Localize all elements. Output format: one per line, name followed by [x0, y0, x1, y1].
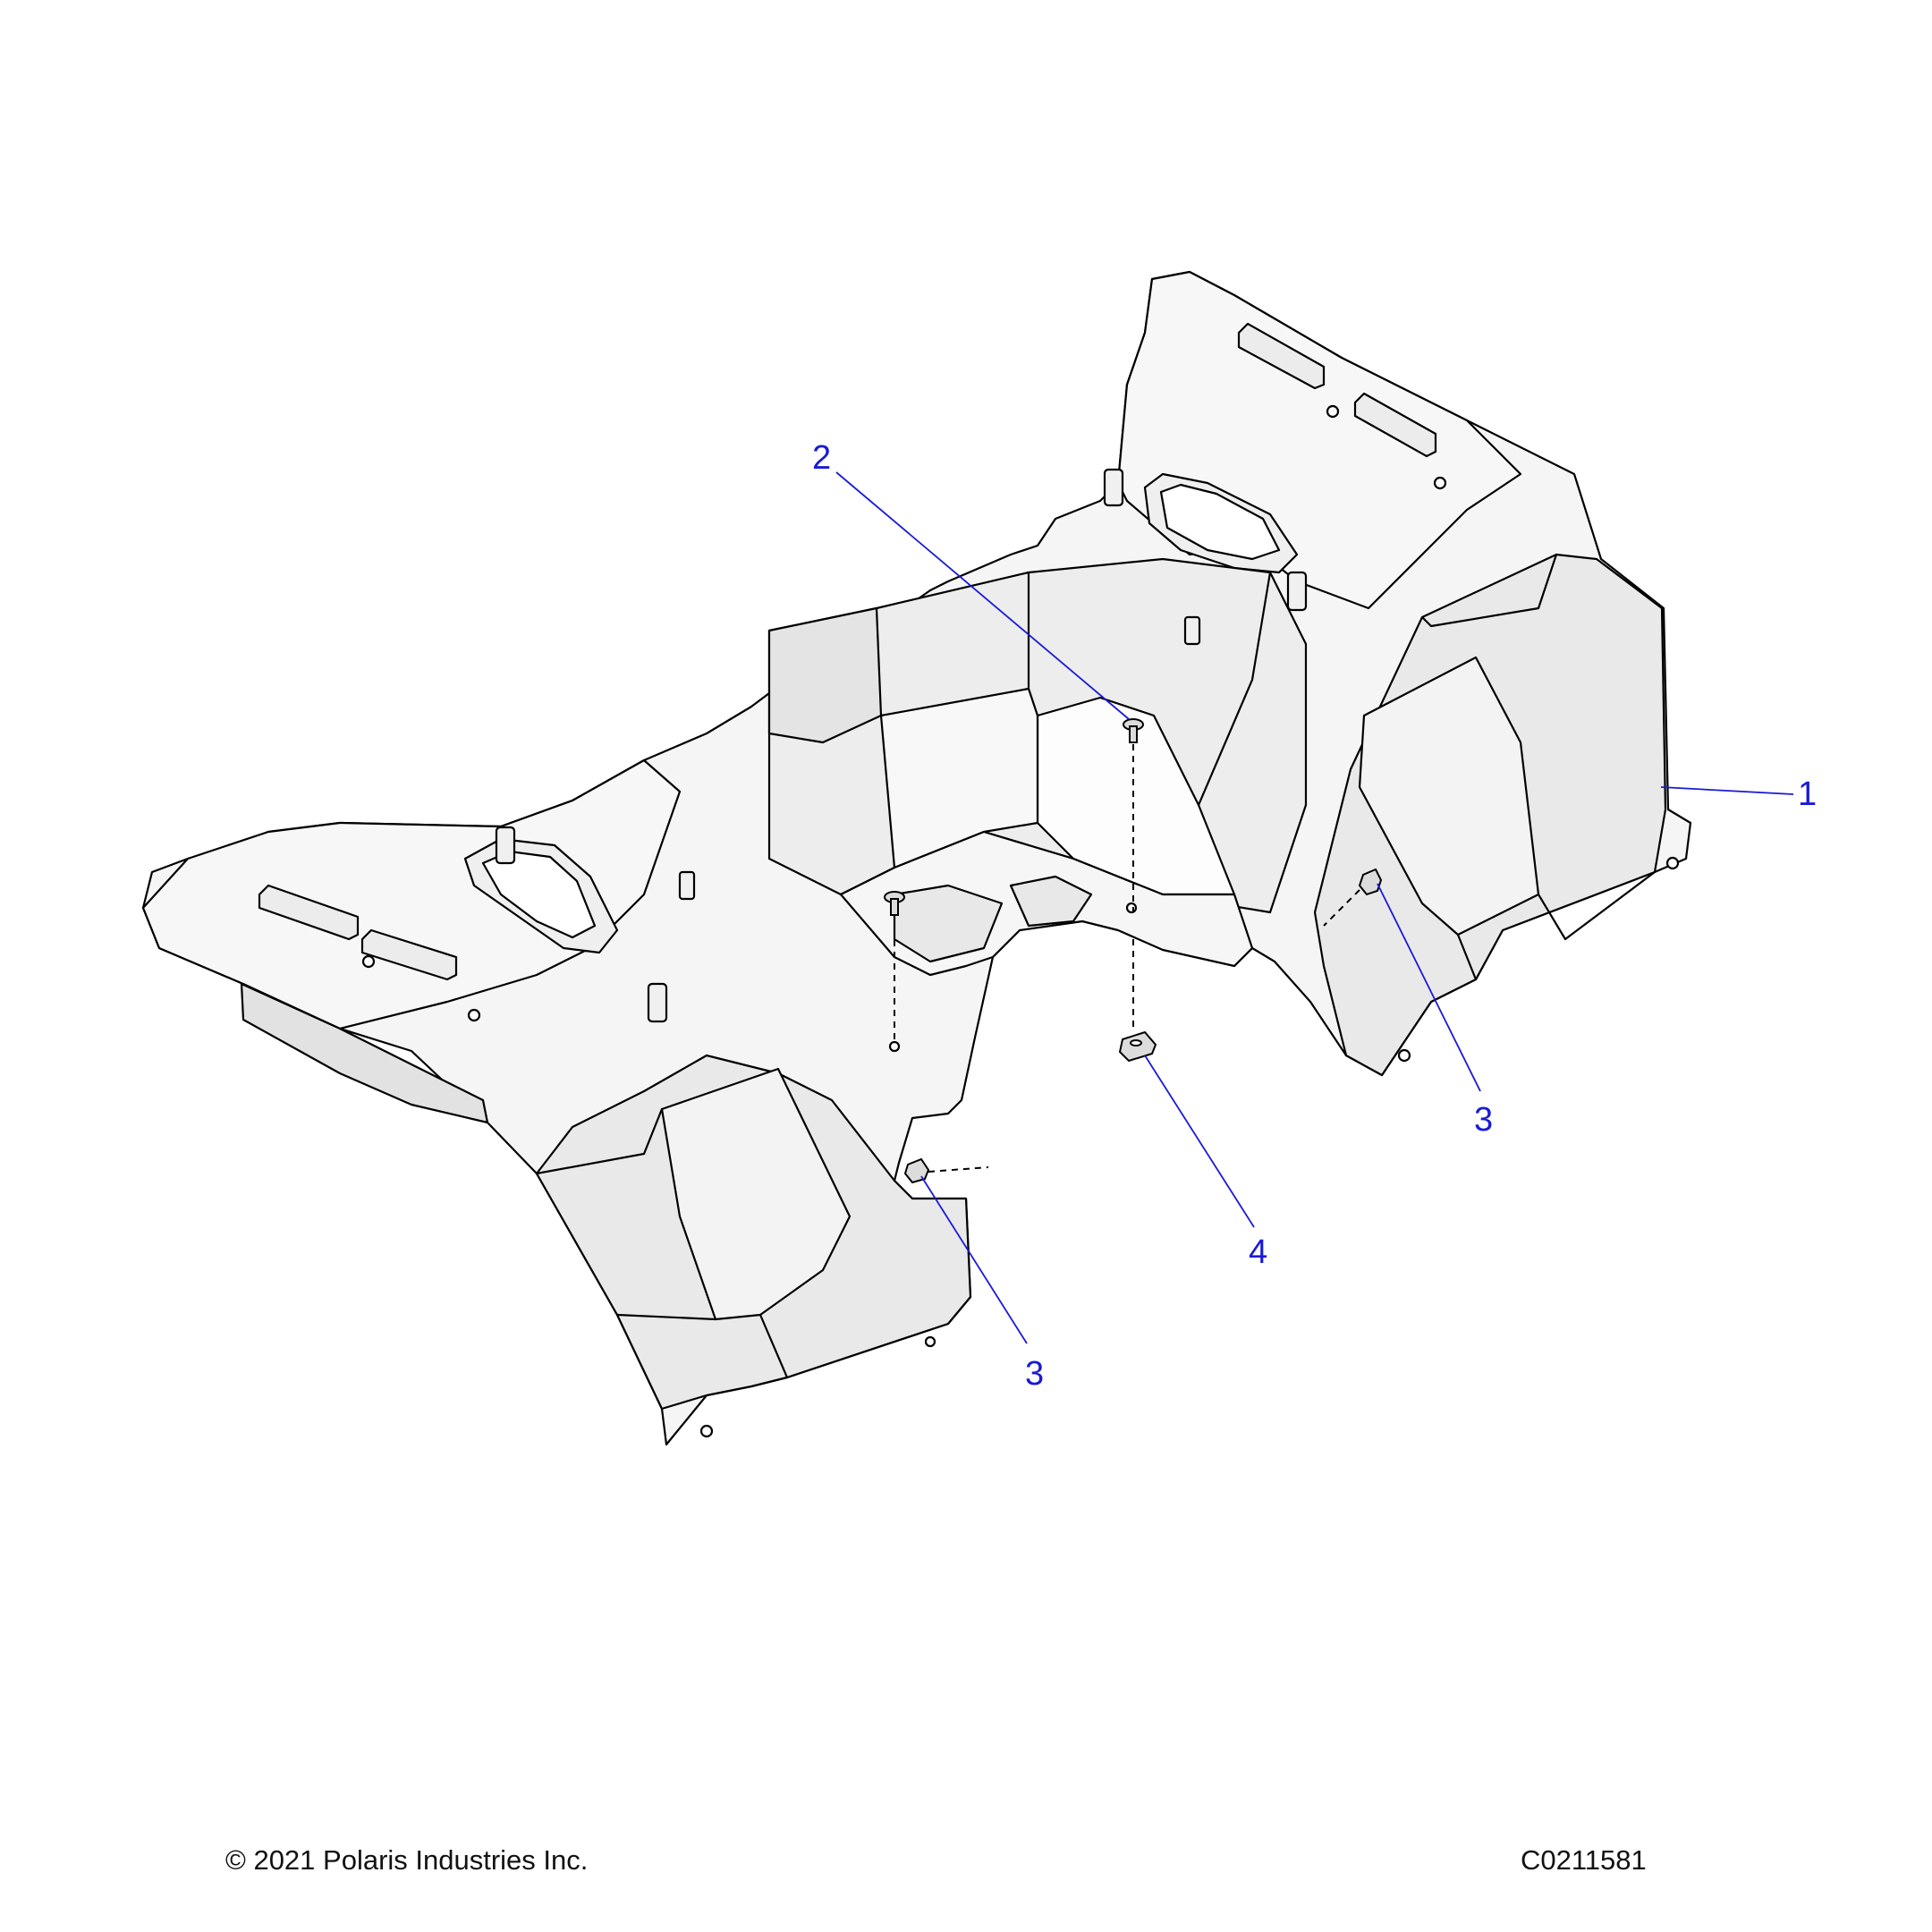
right-rack-handle-rear: [1353, 392, 1437, 458]
leader-1: [1660, 786, 1794, 795]
callout-1: 1: [1798, 775, 1817, 813]
screw-left: [884, 891, 905, 916]
mounting-holes: [361, 404, 1680, 1438]
copyright-notice: © 2021 Polaris Industries Inc.: [225, 1844, 589, 1876]
callout-3-left: 3: [1025, 1355, 1044, 1393]
nut-item-4: [1118, 1030, 1157, 1063]
callout-4: 4: [1249, 1233, 1267, 1271]
right-rack-handle-front: [1237, 322, 1326, 390]
screw-item-2: [1123, 718, 1144, 743]
figure-id: C0211581: [1521, 1844, 1647, 1876]
hardware: [884, 718, 1383, 1184]
leader-2: [835, 471, 1130, 720]
mounting-posts: [495, 468, 1308, 1023]
callout-2: 2: [812, 439, 831, 477]
right-fender-panel: [1358, 656, 1540, 936]
left-rack-handle-front: [258, 884, 360, 941]
left-fender-panel: [660, 1067, 852, 1321]
leader-3-right: [1377, 883, 1481, 1092]
left-rack: [141, 758, 682, 1030]
clip-item-3-right: [1358, 868, 1383, 896]
rear-cab-part: [141, 270, 1692, 1446]
assembly-lines: [894, 744, 1360, 1173]
callout-3-right: 3: [1474, 1101, 1493, 1139]
leader-4: [1144, 1055, 1255, 1228]
clip-item-3-left: [903, 1157, 930, 1184]
leader-3-left: [920, 1175, 1028, 1344]
left-rack-handle-rear: [360, 928, 458, 981]
callout-leaders: [835, 471, 1794, 1344]
